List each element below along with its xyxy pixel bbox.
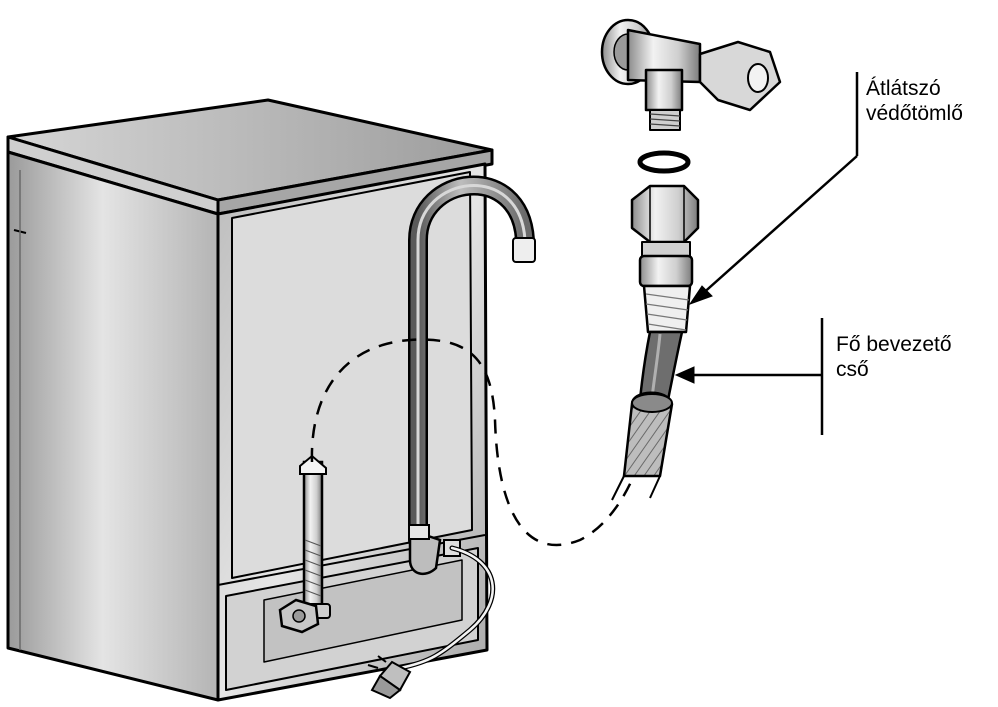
power-plug-icon (367, 655, 412, 700)
label-main-inlet-pipe-line1: Fő bevezető (836, 333, 952, 356)
drain-hose (408, 175, 536, 576)
label-transparent-hose-line1: Átlátszó (866, 77, 941, 100)
callout-inlet-leader (674, 318, 824, 435)
dishwasher-back-inset (231, 171, 473, 579)
inlet-hose-assembly (611, 184, 700, 501)
power-cable (367, 539, 496, 700)
routing-path (310, 338, 654, 547)
machine-inlet-connector (278, 454, 331, 634)
label-main-inlet-pipe-line2: cső (836, 358, 869, 381)
sealing-washer (637, 150, 691, 174)
callout-hose-leader (688, 72, 859, 305)
drain-hose-elbow (408, 528, 442, 576)
label-main-inlet-pipe: Fő bevezető cső (836, 332, 952, 382)
dishwasher-top-edge-right (216, 148, 494, 216)
label-transparent-hose-line2: védőtömlő (866, 102, 963, 125)
dishwasher-side-panel (6, 150, 220, 702)
drain-hose-end (512, 237, 536, 263)
label-transparent-hose: Átlátszó védőtömlő (866, 76, 963, 126)
water-tap-icon (600, 18, 782, 131)
dishwasher-connection-recess (263, 559, 463, 663)
transparent-protective-hose (642, 284, 692, 334)
main-inlet-pipe (611, 330, 684, 501)
